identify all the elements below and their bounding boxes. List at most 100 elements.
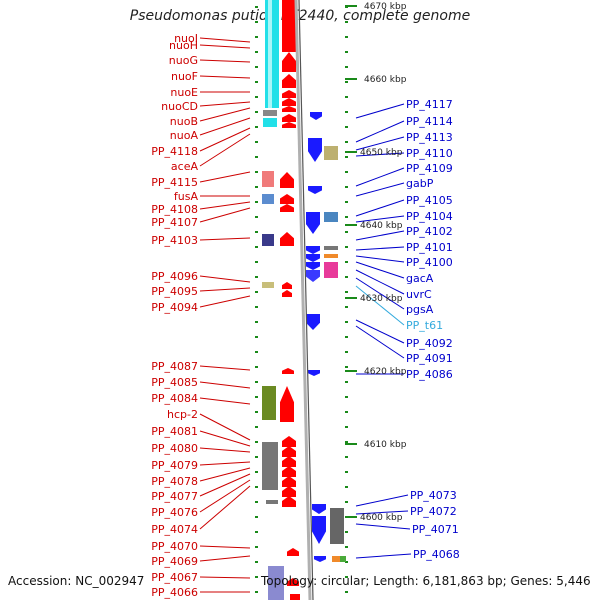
tick-dot-right: [345, 126, 348, 128]
gene-label-reverse: fusA: [174, 190, 199, 203]
leader-line-forward: [355, 494, 409, 507]
kbp-label: 4640 kbp: [360, 221, 403, 231]
gene-label-reverse: PP_4087: [151, 360, 198, 373]
tick-dot-left: [255, 261, 258, 263]
kbp-label: 4650 kbp: [360, 148, 403, 158]
leader-line-reverse: [199, 365, 251, 371]
gene-label-forward: pgsA: [406, 303, 434, 316]
leader-line-forward: [355, 103, 405, 119]
forward-arrow: [308, 138, 322, 162]
feature-blocks: [262, 0, 346, 600]
grey-feature-block: [330, 508, 344, 544]
leader-line-reverse: [199, 171, 251, 183]
tick-dot-left: [255, 96, 258, 98]
gene-label-reverse: PP_4085: [151, 376, 198, 389]
tick-dot-left: [255, 51, 258, 53]
leader-line-forward: [355, 136, 405, 151]
tick-dot-left: [255, 306, 258, 308]
leader-line-reverse: [199, 295, 251, 308]
gene-labels: nuoInuoHnuoGnuoFnuoEnuoCDnuoBnuoAPP_4118…: [151, 32, 460, 599]
gene-label-reverse: nuoE: [170, 86, 198, 99]
gene-label-reverse: nuoH: [169, 39, 198, 52]
gene-label-forward: PP_4073: [410, 489, 457, 502]
grey-feature-block: [324, 246, 338, 250]
kbp-label: 4630 kbp: [360, 294, 403, 304]
magenta-feature-block: [324, 262, 338, 278]
gene-label-forward: PP_4091: [406, 352, 453, 365]
navy-feature-block: [262, 234, 274, 246]
gene-label-reverse: PP_4094: [151, 301, 198, 314]
leader-line-forward: [355, 246, 405, 251]
gene-label-rna: PP_t61: [406, 319, 443, 332]
tick-dot-right: [345, 321, 348, 323]
gene-label-reverse: PP_4067: [151, 571, 198, 584]
reverse-arrow: [282, 122, 296, 128]
tick-dot-left: [255, 171, 258, 173]
leader-line-reverse: [199, 237, 251, 241]
forward-arrow: [310, 112, 322, 120]
tick-dot-left: [255, 246, 258, 248]
tick-dot-left: [255, 276, 258, 278]
leader-line-reverse: [199, 133, 251, 167]
tick-dot-right: [345, 36, 348, 38]
leader-line-reverse: [199, 467, 251, 482]
forward-arrow: [312, 516, 326, 544]
blue-feature-block: [262, 194, 274, 204]
gene-label-forward: uvrC: [406, 288, 432, 301]
tick-dot-left: [255, 561, 258, 563]
blue-feature-block: [324, 212, 338, 222]
gene-label-reverse: hcp-2: [167, 408, 198, 421]
tick-dot-right: [345, 531, 348, 533]
tick-dot-right: [345, 231, 348, 233]
tick-dot-right: [345, 186, 348, 188]
gene-label-reverse: PP_4096: [151, 270, 198, 283]
tick-dot-right: [345, 66, 348, 68]
gene-label-reverse: PP_4103: [151, 234, 198, 247]
reverse-arrow: [280, 172, 294, 188]
kbp-label: 4610 kbp: [364, 440, 407, 450]
leader-line-reverse: [199, 287, 251, 292]
forward-arrow: [306, 246, 320, 254]
leader-line-reverse: [199, 201, 251, 210]
tick-dot-right: [345, 411, 348, 413]
leader-line-reverse: [199, 430, 251, 447]
tick-dot-left: [255, 36, 258, 38]
leader-line-forward: [355, 199, 405, 217]
pink-feature-block: [262, 171, 274, 187]
khaki-feature-block: [262, 282, 274, 288]
reverse-arrow: [282, 98, 296, 106]
gene-label-forward: gabP: [406, 177, 434, 190]
gene-label-reverse: nuoB: [170, 115, 198, 128]
gene-label-forward: PP_4102: [406, 225, 453, 238]
forward-arrow: [314, 556, 326, 562]
tick-dot-left: [255, 441, 258, 443]
tick-dot-left: [255, 336, 258, 338]
tick-dot-left: [255, 186, 258, 188]
leader-line-forward: [355, 325, 405, 359]
reverse-arrow: [282, 30, 296, 42]
leader-line-reverse: [199, 207, 251, 223]
reverse-arrow: [280, 194, 294, 204]
reverse-arrow: [282, 486, 296, 497]
cyan-feature-block: [263, 118, 277, 127]
kbp-label: 4670 kbp: [364, 2, 407, 12]
gene-label-forward: PP_4109: [406, 162, 453, 175]
tick-dot-right: [345, 246, 348, 248]
tick-dot-right: [345, 456, 348, 458]
leader-line-forward: [355, 553, 412, 559]
tick-dot-left: [255, 486, 258, 488]
tick-dot-left: [255, 291, 258, 293]
gene-label-reverse: PP_4074: [151, 523, 198, 536]
gene-label-forward: PP_4114: [406, 115, 453, 128]
leader-line-reverse: [199, 101, 251, 107]
tick-dot-left: [255, 426, 258, 428]
leader-line-reverse: [199, 59, 251, 63]
forward-arrow: [308, 370, 320, 376]
tick-dot-right: [345, 276, 348, 278]
gene-label-forward: PP_4071: [412, 523, 459, 536]
grey-feature-block: [263, 110, 277, 116]
lavender-feature-block: [268, 566, 284, 600]
tick-dot-left: [255, 456, 258, 458]
gene-label-forward: PP_4100: [406, 256, 453, 269]
